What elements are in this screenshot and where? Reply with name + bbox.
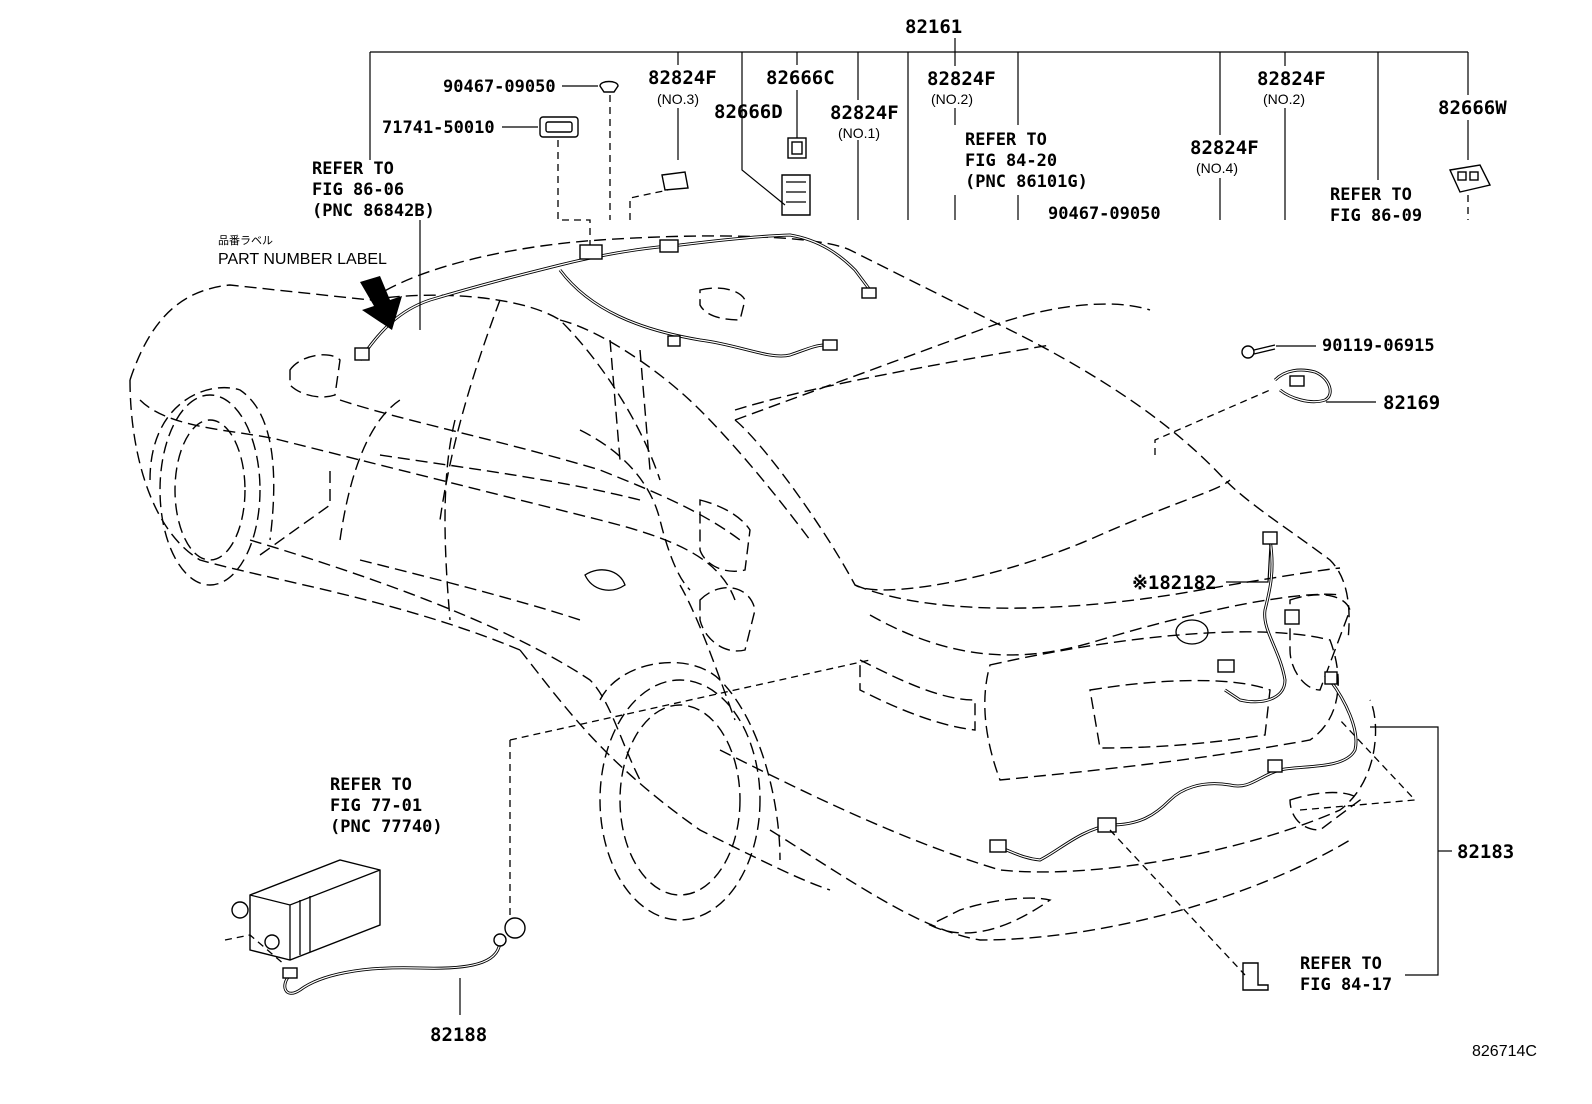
- label-82666d: 82666D: [714, 101, 783, 123]
- label-refer-86-06-line3: (PNC 86842B): [312, 201, 435, 221]
- label-82666w: 82666W: [1438, 97, 1507, 119]
- bumper-harness-82183: [989, 671, 1358, 862]
- label-screw-90119-06915: 90119-06915: [1322, 336, 1435, 356]
- label-refer-86-09-line1: REFER TO: [1330, 185, 1412, 205]
- screw-90119: [1241, 344, 1276, 359]
- clip-71741: [539, 116, 579, 138]
- label-82182: ※182182: [1132, 572, 1217, 594]
- car-body-outline: [129, 235, 1377, 941]
- label-82824f-no3-sub: (NO.3): [657, 91, 699, 107]
- label-82824f-no3: 82824F: [648, 67, 717, 89]
- label-refer-77-01-line2: FIG 77-01: [330, 796, 422, 816]
- label-82824f-no2b-sub: (NO.2): [1263, 91, 1305, 107]
- dashed-guides: [224, 95, 1469, 976]
- roof-harness: [354, 233, 877, 361]
- label-82161: 82161: [905, 16, 962, 38]
- label-82188: 82188: [430, 1024, 487, 1046]
- connector-82824f-no3: [661, 171, 689, 191]
- connector-82666d: [781, 174, 811, 216]
- clip-84-17: [1242, 962, 1269, 991]
- label-refer-84-20-line2: FIG 84-20: [965, 151, 1057, 171]
- connector-82666c: [787, 137, 807, 159]
- label-refer-86-09-line2: FIG 86-09: [1330, 206, 1422, 226]
- bolt-90467: [599, 80, 619, 93]
- canister-harness-82188: [282, 917, 526, 995]
- label-refer-84-20-line1: REFER TO: [965, 130, 1047, 150]
- label-bolt-90467-09050-a: 90467-09050: [443, 77, 556, 97]
- tail-harness-82169: [1273, 368, 1332, 404]
- label-refer-84-17-line2: FIG 84-17: [1300, 975, 1392, 995]
- label-refer-77-01-line1: REFER TO: [330, 775, 412, 795]
- label-refer-86-06-line1: REFER TO: [312, 159, 394, 179]
- connector-82666w: [1448, 164, 1492, 193]
- label-82824f-no2a: 82824F: [927, 68, 996, 90]
- label-refer-84-17-line1: REFER TO: [1300, 954, 1382, 974]
- label-refer-84-20-line3: (PNC 86101G): [965, 172, 1088, 192]
- label-part-number-en: PART NUMBER LABEL: [218, 251, 387, 268]
- label-bolt-90467-09050-b: 90467-09050: [1048, 204, 1161, 224]
- part-label-arrow: [360, 276, 402, 330]
- label-82824f-no1-sub: (NO.1): [838, 125, 880, 141]
- label-part-number-jp: 品番ラベル: [218, 234, 273, 247]
- label-82824f-no4: 82824F: [1190, 137, 1259, 159]
- label-82824f-no2b: 82824F: [1257, 68, 1326, 90]
- label-clip-71741-50010: 71741-50010: [382, 118, 495, 138]
- illustration-id: 826714C: [1472, 1043, 1537, 1060]
- label-82666c: 82666C: [766, 67, 835, 89]
- label-82183: 82183: [1457, 841, 1514, 863]
- callout-labels: 82161 90467-09050 71741-50010 REFER TO F…: [218, 16, 1537, 1060]
- label-82169: 82169: [1383, 392, 1440, 414]
- trunk-harness-82182: [1217, 531, 1300, 704]
- charcoal-canister: [231, 859, 381, 961]
- label-refer-77-01-line3: (PNC 77740): [330, 817, 443, 837]
- label-82824f-no2a-sub: (NO.2): [931, 91, 973, 107]
- leader-lines: [369, 38, 1469, 1015]
- label-82824f-no4-sub: (NO.4): [1196, 160, 1238, 176]
- label-82824f-no1: 82824F: [830, 102, 899, 124]
- label-refer-86-06-line2: FIG 86-06: [312, 180, 404, 200]
